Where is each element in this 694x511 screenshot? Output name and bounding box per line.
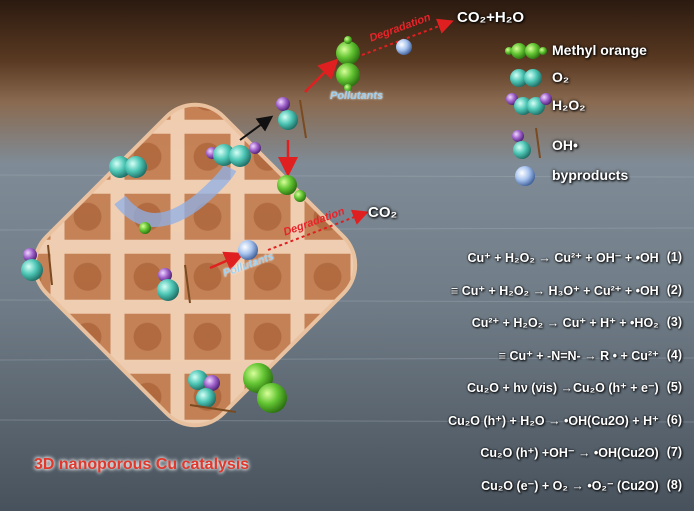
- product-top: CO₂+H₂O: [457, 9, 525, 26]
- equation-row: Cu²⁺ + H₂O₂ → Cu⁺ + H⁺ + •HO₂ (3): [380, 315, 682, 330]
- legend-label-hydrogen-peroxide: H₂O₂: [552, 97, 586, 113]
- equation-number: (5): [666, 380, 682, 394]
- legend-byproducts-icon: [515, 166, 535, 186]
- equation-text: Cu₂O + hν (vis) →Cu₂O (h⁺ + e⁻): [467, 381, 659, 395]
- equation-row: Cu₂O (h⁺) + H₂O → •OH(Cu2O) + H⁺ (6): [380, 413, 682, 428]
- equation-text: Cu₂O (h⁺) +OH⁻ → •OH(Cu2O): [480, 446, 659, 460]
- legend-label-oxygen: O₂: [552, 69, 570, 85]
- byproduct-sphere-icon: [396, 39, 412, 55]
- methyl-orange-molecule-icon: [243, 363, 287, 413]
- equation-text: Cu₂O (h⁺) + H₂O → •OH(Cu2O) + H⁺: [448, 413, 659, 428]
- legend-label-byproducts: byproducts: [552, 167, 629, 183]
- equation-text: Cu²⁺ + H₂O₂ → Cu⁺ + H⁺ + •HO₂: [471, 316, 659, 330]
- equation-number: (1): [666, 250, 682, 264]
- equation-row: Cu₂O (e⁻) + O₂ → •O₂⁻ (Cu2O) (8): [380, 478, 682, 493]
- equation-row: ≡ Cu⁺ + H₂O₂ → H₃O⁺ + Cu²⁺ + •OH (2): [380, 283, 682, 298]
- legend-label-hydroxyl: OH•: [552, 137, 578, 153]
- hydrogen-peroxide-molecule-icon: [206, 142, 261, 167]
- legend-methyl-orange-icon: [505, 43, 547, 59]
- hydroxyl-radical-icon: [188, 370, 237, 413]
- hydrogen-peroxide-molecule-icon: [276, 97, 307, 139]
- hydroxyl-radical-icon: [157, 264, 191, 304]
- methyl-orange-molecule-icon: [336, 36, 360, 92]
- equation-number: (6): [666, 412, 682, 427]
- legend-hydrogen-peroxide-icon: [506, 93, 552, 115]
- equation-text: Cu⁺ + H₂O₂ → Cu²⁺ + OH⁻ + •OH: [467, 251, 659, 265]
- equation-row: ≡ Cu⁺ + -N=N- → R • + Cu²⁺ (4): [380, 348, 682, 363]
- product-mid: CO₂: [368, 204, 398, 221]
- equation-number: (3): [666, 315, 682, 329]
- oxygen-molecule-icon: [109, 156, 147, 178]
- equation-row: Cu₂O (h⁺) +OH⁻ → •OH(Cu2O) (7): [380, 445, 682, 460]
- hydroxyl-radical-icon: [21, 244, 53, 286]
- legend-oxygen-icon: [510, 69, 542, 87]
- equation-text: ≡ Cu⁺ + H₂O₂ → H₃O⁺ + Cu²⁺ + •OH: [450, 283, 659, 298]
- equation-number: (4): [666, 347, 682, 362]
- equation-row: Cu₂O + hν (vis) →Cu₂O (h⁺ + e⁻) (5): [380, 380, 682, 395]
- equation-number: (7): [666, 445, 682, 459]
- legend-hydroxyl-icon: [512, 127, 541, 159]
- equation-text: ≡ Cu⁺ + -N=N- → R • + Cu²⁺: [498, 348, 659, 363]
- equation-text: Cu₂O (e⁻) + O₂ → •O₂⁻ (Cu2O): [481, 478, 659, 493]
- equation-row: Cu⁺ + H₂O₂ → Cu²⁺ + OH⁻ + •OH (1): [380, 250, 682, 265]
- diagram-title: 3D nanoporous Cu catalysis: [34, 456, 250, 473]
- legend-label-methyl-orange: Methyl orange: [552, 42, 647, 58]
- equation-number: (8): [666, 477, 682, 492]
- equation-number: (2): [666, 282, 682, 297]
- pollutants-label-top: Pollutants: [330, 90, 384, 102]
